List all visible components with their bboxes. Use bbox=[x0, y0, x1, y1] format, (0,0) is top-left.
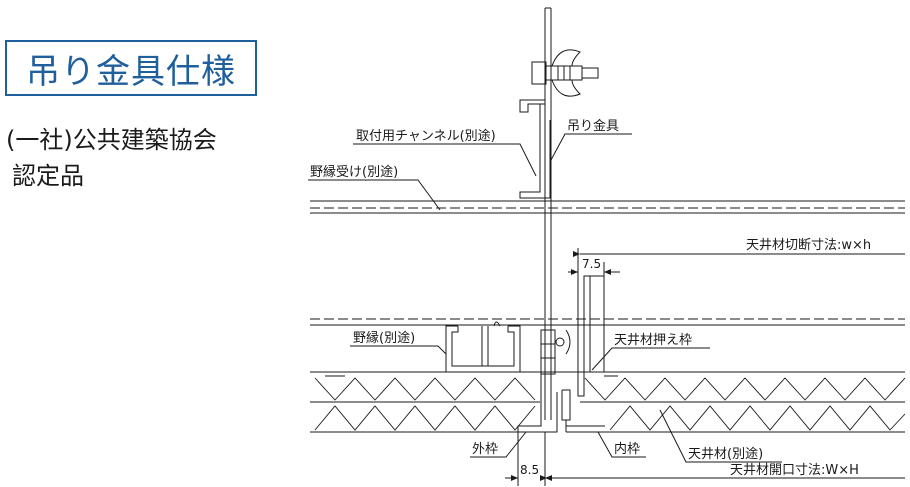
label-ceiling-holder: 天井材押え枠 bbox=[614, 333, 692, 348]
mounting-channel bbox=[519, 99, 551, 199]
label-inner-frame: 内枠 bbox=[614, 441, 640, 457]
ceiling-board-band bbox=[310, 371, 905, 433]
label-outer-frame: 外枠 bbox=[472, 442, 498, 457]
ceiling-holder-frame bbox=[577, 270, 618, 397]
certification-line-2: 認定品 bbox=[12, 162, 84, 190]
page-title: 吊り金具仕様 bbox=[26, 51, 236, 92]
certification-line-1: (一社)公共建築協会 bbox=[6, 126, 217, 154]
label-dim-75: 7.5 bbox=[582, 257, 601, 271]
opening-frames bbox=[517, 374, 605, 433]
title-box: 吊り金具仕様 bbox=[5, 40, 257, 96]
label-nobuchi-uke: 野縁受け(別途) bbox=[310, 164, 398, 180]
ceiling-board-hatch bbox=[314, 375, 906, 431]
label-dim-85: 8.5 bbox=[520, 463, 539, 477]
leader-lines bbox=[308, 133, 782, 463]
nobuchi-band bbox=[310, 318, 905, 326]
dim-opening-lines bbox=[505, 432, 905, 486]
dim-75-lines bbox=[568, 262, 620, 276]
nobuchi-uke-beam bbox=[310, 200, 905, 214]
nobuchi-channel bbox=[445, 321, 521, 373]
label-opening-size: 天井材開口寸法:W×H bbox=[730, 463, 859, 478]
label-channel: 取付用チャンネル(別途) bbox=[356, 128, 496, 144]
label-ceiling-material: 天井材(別途) bbox=[688, 446, 763, 462]
wing-nut-icon bbox=[531, 49, 599, 97]
hanging-rod bbox=[544, 7, 552, 420]
label-nobuchi: 野縁(別途) bbox=[353, 330, 415, 346]
label-hanger: 吊り金具 bbox=[567, 118, 619, 134]
dim-cut-size-lines bbox=[573, 248, 905, 270]
label-cut-size: 天井材切断寸法:w×h bbox=[746, 238, 871, 253]
hanger-bracket bbox=[540, 329, 571, 375]
